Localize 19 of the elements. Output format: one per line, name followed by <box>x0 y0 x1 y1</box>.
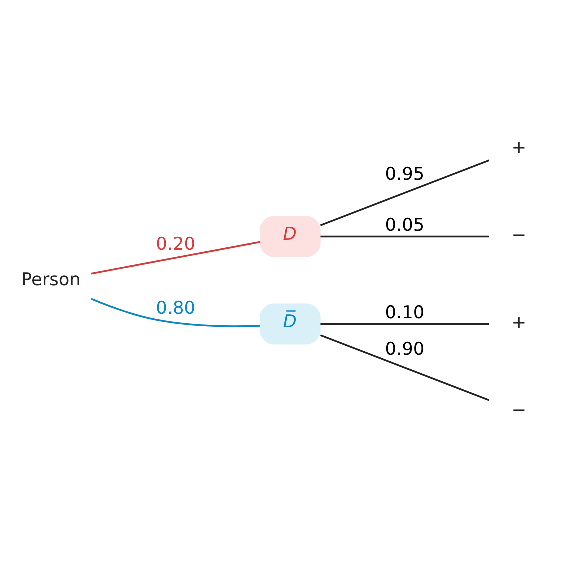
connector <box>320 334 490 402</box>
node-text: − <box>512 400 527 421</box>
edge-label: 0.90 <box>385 340 425 360</box>
connector <box>320 160 490 226</box>
edge-label: 0.10 <box>385 303 425 324</box>
connector <box>320 236 490 238</box>
edge-label: 0.05 <box>385 216 425 236</box>
connector <box>91 298 260 328</box>
edge-label: 0.95 <box>385 165 425 186</box>
node-box: D̅ <box>260 304 321 345</box>
node-text: + <box>512 138 527 159</box>
edge-label: 0.80 <box>156 299 196 320</box>
node-text: Person <box>21 270 81 290</box>
node-text: + <box>512 313 527 334</box>
connector <box>91 241 261 275</box>
edge-label: 0.20 <box>156 234 196 255</box>
node-text: − <box>512 226 527 246</box>
node-box: D <box>260 216 321 258</box>
connector <box>320 323 490 326</box>
